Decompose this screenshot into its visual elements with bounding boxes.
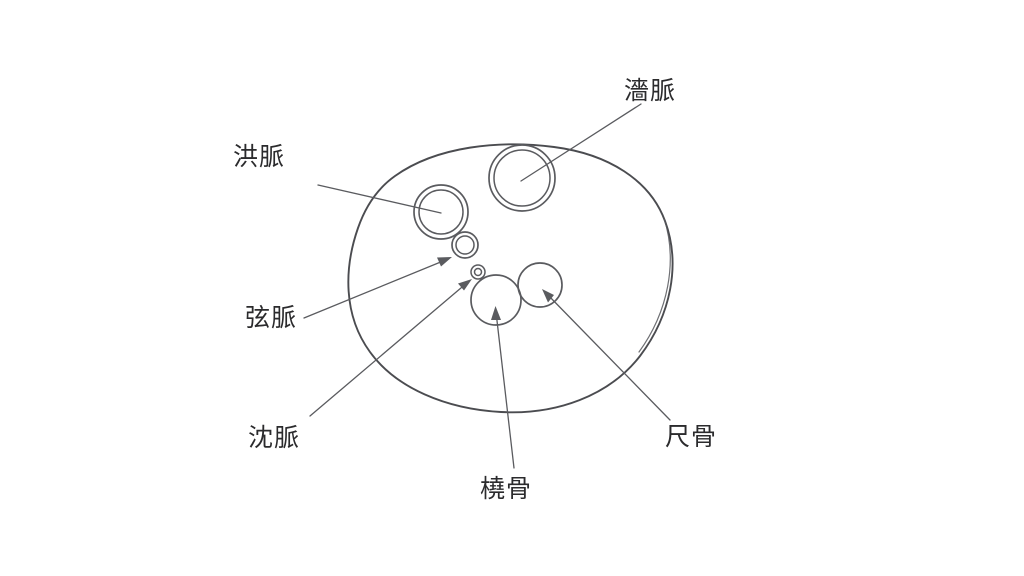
chen-mai-inner-ring [473,267,483,277]
forearm-outline-shading [638,217,671,353]
chen-mai-leader-group [309,279,472,417]
hong-mai-leader-line [317,184,442,214]
ulna-leader-line [545,292,671,421]
se-mai-outer-ring [488,144,556,212]
se-mai-vessel [488,144,556,212]
chen-mai-arrowhead [458,279,472,291]
radius-leader-group [491,306,515,469]
label-hong-mai: 洪脈 [233,142,286,171]
hong-mai-inner-ring [418,189,464,235]
ulna-bone-circle [517,262,563,308]
xian-mai-inner-ring [455,235,475,255]
label-xian-mai: 弦脈 [245,303,298,332]
hong-mai-outer-ring [413,184,469,240]
radius-bone-circle [470,274,522,326]
ulna-leader-group [542,289,671,421]
xian-mai-leader-line [303,258,449,319]
label-chi-gu: 尺骨 [665,422,718,451]
xian-mai-arrowhead [437,257,452,267]
label-chen-mai: 沈脈 [248,423,301,452]
radius-arrowhead [491,306,501,320]
chen-mai-leader-line [309,281,469,417]
se-mai-inner-ring [493,149,551,207]
xian-mai-leader-group [303,257,452,319]
chen-mai-outer-ring [470,264,486,280]
label-rao-gu: 橈骨 [480,474,533,503]
chen-mai-vessel [470,264,486,280]
xian-mai-vessel [451,231,479,259]
forearm-outline-group [347,143,674,414]
xian-mai-outer-ring [451,231,479,259]
forearm-cross-section-outline [347,143,674,414]
hong-mai-vessel [413,184,469,240]
ulna-arrowhead [542,289,554,303]
label-se-mai: 濇脈 [624,76,677,105]
se-mai-leader-line [520,103,642,182]
radius-leader-line [495,311,515,469]
